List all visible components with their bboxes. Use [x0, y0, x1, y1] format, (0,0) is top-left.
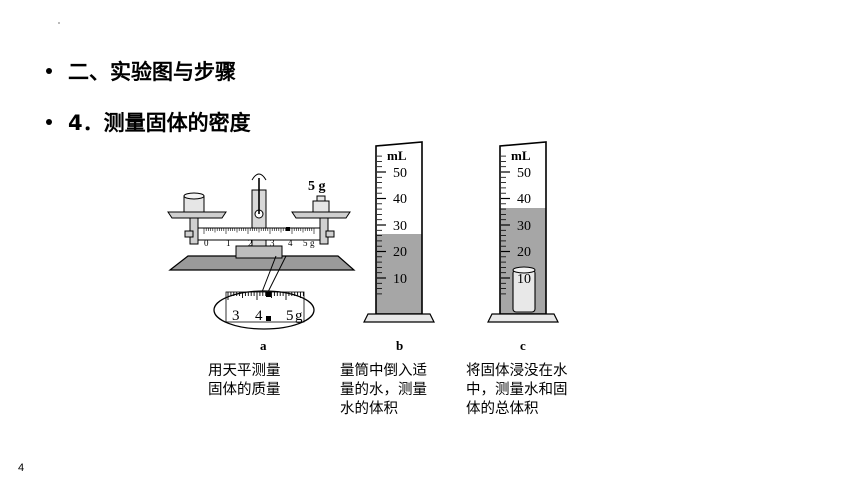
cylinder-b-ticks: [377, 155, 386, 295]
immersed-solid-top: [512, 266, 536, 274]
decorative-dot: [58, 22, 60, 24]
cylinder-b-tick-40: 40: [393, 192, 407, 207]
caption-b-line-1: 量筒中倒入适: [340, 363, 427, 379]
cylinder-b: mL 50 40 30 20 10 b: [363, 141, 435, 353]
caption-c-line-2: 中，测量水和固: [466, 382, 568, 398]
cylinder-b-tick-50: 50: [393, 166, 407, 181]
zoom-ticks: [227, 292, 304, 300]
heading-measure-density: 4．测量固体的密度: [46, 107, 251, 137]
scale-mark-2: 2: [248, 238, 253, 248]
cylinder-b-unit: mL: [387, 148, 407, 163]
scale-mark-g: g: [310, 238, 315, 248]
cylinder-b-tick-20: 20: [393, 245, 407, 260]
panel-label-a: a: [260, 338, 267, 353]
panel-label-c: c: [520, 338, 526, 353]
weight-label: 5 g: [308, 179, 326, 194]
cylinder-c-tick-30: 30: [517, 219, 531, 234]
caption-c-line-3: 体的总体积: [466, 401, 539, 417]
heading-text-1: 二、实验图与步骤: [68, 60, 236, 84]
right-pan: [291, 211, 351, 219]
zoom-mark-5: 5: [286, 308, 294, 324]
scale-mark-5: 5: [303, 238, 308, 248]
caption-c-line-1: 将固体浸没在水: [466, 363, 568, 379]
scale-mark-0: 0: [204, 238, 209, 248]
caption-a-line-1: 用天平测量: [208, 363, 281, 379]
caption-a-line-2: 固体的质量: [208, 382, 281, 398]
zoom-leader-2: [267, 255, 287, 293]
zoom-rider-bottom: [266, 316, 271, 321]
water-b: [376, 234, 422, 314]
zoom-mark-3: 3: [232, 308, 240, 324]
heading-experiment-steps: 二、实验图与步骤: [46, 56, 236, 86]
left-pan: [167, 211, 227, 219]
left-nut: [184, 230, 194, 238]
right-nut: [325, 230, 335, 238]
zoom-ellipse: [213, 290, 315, 330]
balance-base: [168, 255, 356, 271]
caption-b-line-3: 水的体积: [340, 401, 398, 417]
scale-mark-3: 3: [270, 238, 275, 248]
balance-dial: [251, 173, 267, 181]
cylinder-c-tick-20: 20: [517, 245, 531, 260]
balance-diagram: 5 g 0 1 2 3 4 5 g 3 4 5 g a: [167, 173, 356, 353]
zoom-mark-4: 4: [255, 308, 263, 324]
solid-object-top: [183, 192, 205, 200]
rider: [286, 227, 290, 231]
zoom-scale-frame: [225, 291, 305, 323]
page-number: 4: [18, 462, 25, 474]
cylinder-b-tick-30: 30: [393, 219, 407, 234]
zoom-rider-top: [266, 292, 271, 297]
cylinder-c: mL 50 40 30 20 10 c: [487, 141, 559, 353]
cylinder-c-tick-40: 40: [517, 192, 531, 207]
zoom-leader: [261, 255, 277, 293]
scale-mark-4: 4: [288, 238, 293, 248]
cylinder-c-ticks: [501, 155, 510, 295]
cylinder-c-tick-50: 50: [517, 166, 531, 181]
heading-text-2: 4．测量固体的密度: [68, 111, 251, 135]
zoom-mark-g: g: [295, 308, 303, 324]
balance-pillar-base: [235, 245, 283, 259]
panel-label-b: b: [396, 338, 403, 353]
bullet-dot: [46, 68, 52, 74]
cylinder-c-unit: mL: [511, 148, 531, 163]
caption-b: 量筒中倒入适 量的水，测量 水的体积: [340, 362, 427, 419]
caption-c: 将固体浸没在水 中，测量水和固 体的总体积: [466, 362, 568, 419]
cylinder-b-tick-10: 10: [393, 272, 407, 287]
cylinder-c-base: [487, 313, 559, 323]
bullet-dot: [46, 119, 52, 125]
cylinder-c-tick-10: 10: [517, 272, 531, 287]
cylinder-b-base: [363, 313, 435, 323]
weight-5g: [312, 200, 330, 213]
caption-b-line-2: 量的水，测量: [340, 382, 427, 398]
beam-ticks: [203, 228, 315, 234]
caption-a: 用天平测量 固体的质量: [208, 362, 281, 400]
scale-mark-1: 1: [226, 238, 231, 248]
weight-knob: [316, 195, 326, 202]
